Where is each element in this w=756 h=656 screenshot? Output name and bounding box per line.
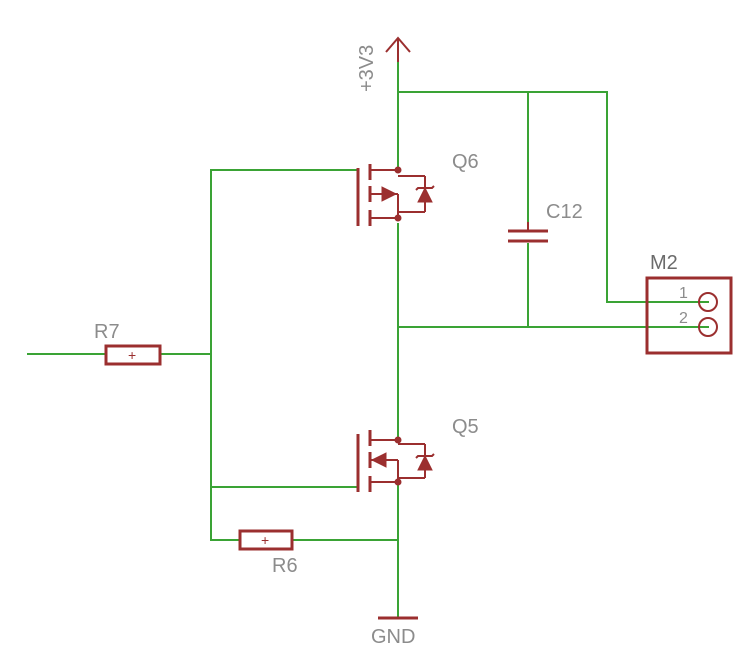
r7-label: R7 (94, 321, 120, 343)
mosfet-q6: Q6 (356, 151, 479, 226)
m2-pin1-circle (698, 292, 718, 312)
ground-symbol: GND (371, 616, 418, 648)
r6-mark: + (261, 532, 269, 548)
resistor-r7: + R7 (94, 321, 162, 366)
m2-pin1-label: 1 (679, 285, 688, 302)
r6-label: R6 (272, 555, 298, 577)
ground-label: GND (371, 626, 415, 648)
m2-pin2-circle (698, 317, 718, 337)
mosfet-q5: Q5 (356, 416, 479, 492)
q6-label: Q6 (452, 151, 479, 173)
m2-label: M2 (650, 252, 678, 274)
wires (27, 59, 709, 619)
supply-label: +3V3 (356, 45, 378, 92)
r7-mark: + (128, 347, 136, 363)
supply-symbol: +3V3 (356, 36, 411, 92)
resistor-r6: + R6 (238, 529, 298, 577)
connector-m2: M2 1 2 (645, 252, 733, 355)
c12-label: C12 (546, 201, 583, 223)
q5-label: Q5 (452, 416, 479, 438)
capacitor-c12: C12 (508, 201, 583, 243)
m2-pin2-label: 2 (679, 310, 688, 327)
